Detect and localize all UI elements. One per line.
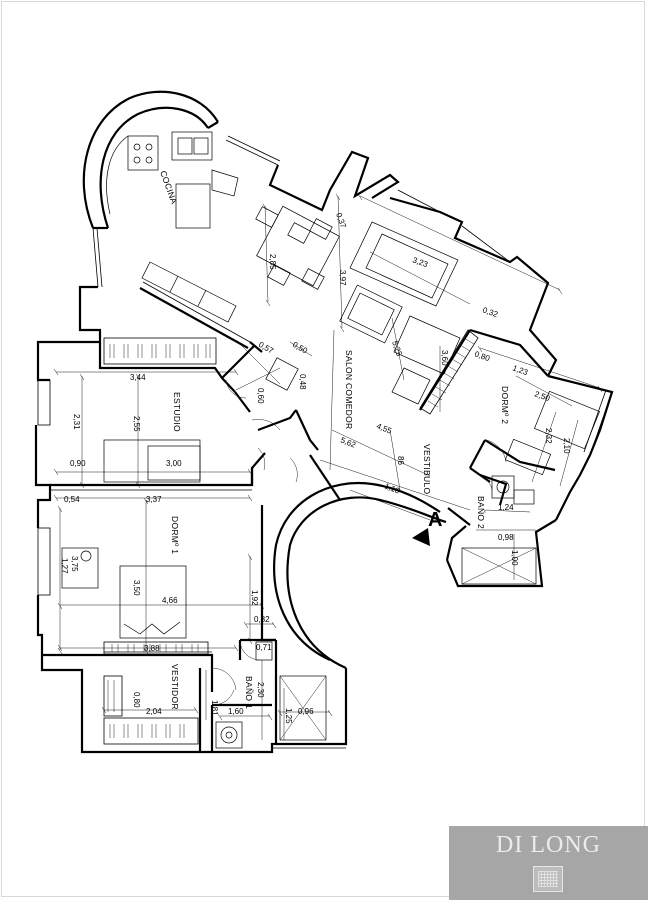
dim-label: 2,55 bbox=[132, 416, 141, 432]
room-label-bano2: BAÑO 2 bbox=[476, 496, 486, 529]
dim-label: 5,62 bbox=[339, 436, 357, 450]
room-label-vestidor: VESTIDOR bbox=[170, 664, 180, 710]
dim-label: 1,24 bbox=[498, 503, 514, 512]
dim-label: 0,80 bbox=[132, 692, 141, 708]
room-label-salon-comedor: SALON COMEDOR bbox=[344, 350, 354, 429]
logo-text: DI LONG bbox=[496, 832, 601, 858]
dorm2-furniture bbox=[504, 390, 600, 476]
room-labels: COCINA SALON COMEDOR ESTUDIO DORMº 1 DOR… bbox=[158, 169, 510, 710]
dim-label: 3,50 bbox=[132, 580, 141, 596]
dining-table bbox=[255, 205, 340, 290]
room-label-dorm1: DORMº 1 bbox=[170, 516, 180, 554]
wardrobe-estudio bbox=[103, 337, 217, 365]
dim-label: 3,00 bbox=[166, 459, 182, 468]
dim-label: 3,37 bbox=[146, 495, 162, 504]
dim-label: 0,60 bbox=[256, 388, 265, 404]
dim-label: 1,81 bbox=[210, 700, 219, 716]
dim-label: 2,32 bbox=[544, 428, 553, 444]
dim-label: 0,48 bbox=[298, 374, 307, 390]
interior-walls bbox=[42, 281, 556, 752]
dim-label: 1,60 bbox=[228, 707, 244, 716]
dim-label: 1,27 bbox=[60, 558, 69, 574]
dim-label: 3,44 bbox=[130, 373, 146, 382]
dim-label: 2,50 bbox=[533, 389, 551, 403]
dim-label: 0,82 bbox=[254, 615, 270, 624]
dim-label: 3,88 bbox=[144, 644, 160, 653]
room-label-vestibulo: VESTIBULO bbox=[422, 444, 432, 494]
dim-label: 1,25 bbox=[284, 708, 293, 724]
dim-label: 2,85 bbox=[268, 254, 277, 270]
dim-label: 2,04 bbox=[146, 707, 162, 716]
kitchen-furniture bbox=[106, 131, 239, 229]
stair-dorm2 bbox=[419, 329, 479, 415]
dim-label: 5,25 bbox=[390, 340, 404, 358]
dim-label: 3,23 bbox=[411, 255, 429, 269]
dim-label: 2,30 bbox=[256, 682, 265, 698]
dim-label: 2,31 bbox=[72, 414, 81, 430]
wardrobe-vestidor bbox=[103, 675, 199, 745]
dim-label: 0,37 bbox=[334, 212, 348, 230]
dim-label: 3,60 bbox=[440, 350, 449, 366]
dim-label: 4,66 bbox=[162, 596, 178, 605]
dim-label: 0,96 bbox=[298, 707, 314, 716]
dim-label: 1,92 bbox=[250, 590, 259, 606]
dim-label: 0,98 bbox=[498, 533, 514, 542]
vestibule-column bbox=[265, 357, 299, 391]
dim-label: 2,10 bbox=[562, 438, 571, 454]
outer-walls bbox=[34, 90, 614, 754]
dim-label: 0,57 bbox=[257, 340, 275, 356]
door-swings bbox=[211, 379, 507, 706]
logo-mark-icon bbox=[533, 866, 563, 892]
dim-label: 0,90 bbox=[70, 459, 86, 468]
dim-label: 86 bbox=[396, 456, 405, 465]
section-marker-a: A bbox=[412, 509, 442, 546]
dim-label: 0,80 bbox=[473, 349, 491, 363]
bano1-fixtures bbox=[215, 641, 327, 749]
dim-label: 3,75 bbox=[70, 556, 79, 572]
dimension-ticks bbox=[53, 193, 603, 721]
room-label-estudio: ESTUDIO bbox=[172, 392, 182, 432]
section-marker-label: A bbox=[428, 509, 442, 531]
dim-label: 1,00 bbox=[510, 550, 519, 566]
dim-label: 0,54 bbox=[64, 495, 80, 504]
dim-label: 0,32 bbox=[481, 305, 499, 319]
bano2-fixtures bbox=[461, 475, 537, 585]
estudio-desk bbox=[103, 439, 201, 483]
dim-label: 3,97 bbox=[338, 270, 347, 286]
dorm1-bed bbox=[61, 547, 187, 639]
logo-watermark: DI LONG bbox=[449, 826, 648, 900]
room-label-bano1: BAÑO 1 bbox=[244, 676, 254, 709]
dim-label: 0,50 bbox=[291, 340, 309, 356]
dimension-lines bbox=[56, 195, 601, 740]
dim-label: 1,23 bbox=[511, 363, 529, 377]
room-label-dorm2: DORMº 2 bbox=[500, 386, 510, 424]
dim-label: 0,71 bbox=[256, 643, 272, 652]
kitchen-counter-bottom bbox=[141, 261, 237, 323]
